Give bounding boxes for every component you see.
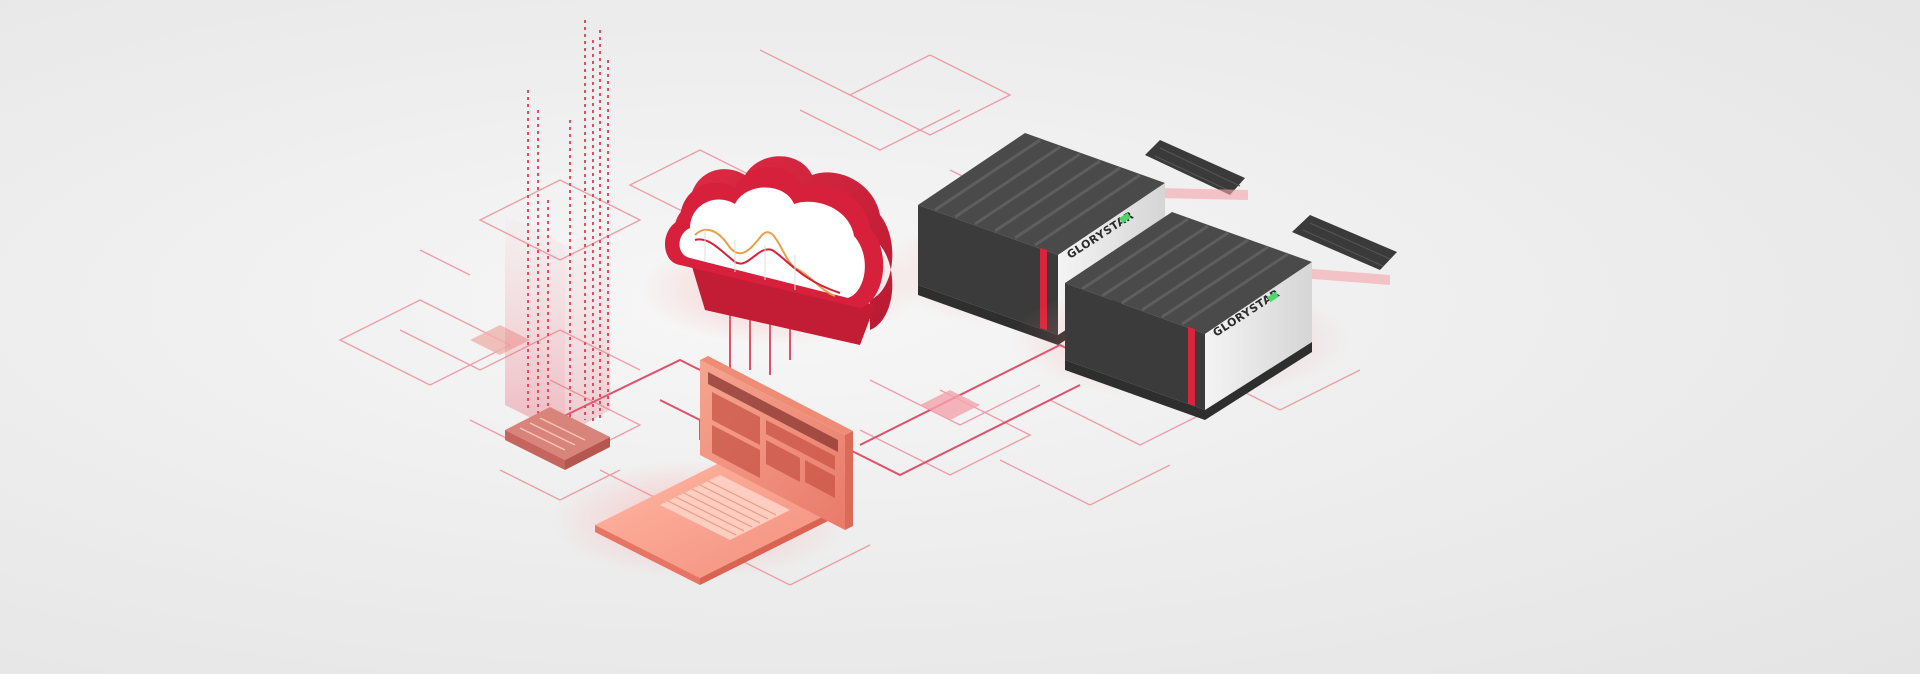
laser-cutting-machine-icon: GLORYSTAR <box>880 133 1248 345</box>
laser-cutting-machine-icon: GLORYSTAR <box>1010 212 1397 420</box>
cloud-analytics-icon <box>640 156 920 345</box>
data-tower-icon <box>505 20 610 470</box>
laptop-icon <box>550 356 853 585</box>
